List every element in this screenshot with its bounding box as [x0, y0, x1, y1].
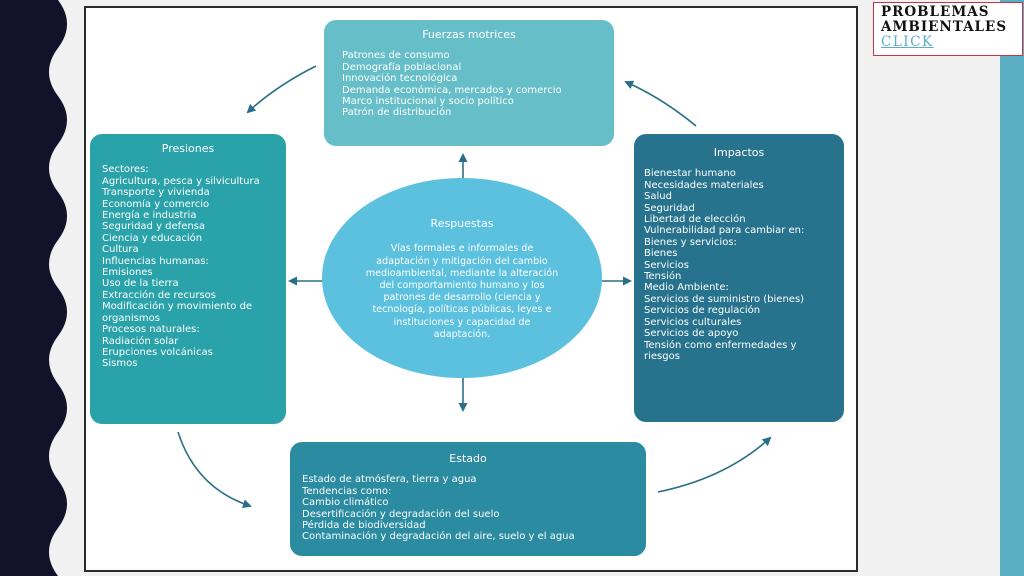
list-item: Seguridad: [644, 202, 695, 214]
click-link[interactable]: CLICK: [881, 34, 934, 50]
list-item: organismos: [102, 312, 160, 324]
list-item: Servicios culturales: [644, 316, 742, 328]
diagram-arrows: [177, 65, 772, 509]
label-line-1: PROBLEMAS: [881, 4, 990, 20]
list-item: Extracción de recursos: [102, 289, 217, 301]
list-item: Erupciones volcánicas: [102, 346, 213, 358]
estado-list: Estado de atmósfera, tierra y agua Tende…: [302, 474, 634, 542]
list-item: Cambio climático: [302, 497, 389, 509]
list-item: Transporte y vivienda: [102, 187, 210, 199]
wavy-left-band: [0, 0, 67, 576]
list-item: Influencias humanas:: [102, 255, 209, 267]
list-item: Uso de la tierra: [102, 278, 179, 290]
list-item: Agricultura, pesca y silvicultura: [102, 175, 260, 187]
list-item: Cultura: [102, 244, 139, 256]
arrow-presiones-to-estado: [177, 431, 252, 509]
list-item: Patrones de consumo: [342, 50, 450, 62]
list-item: Servicios de apoyo: [644, 328, 739, 340]
list-item: Tensión: [644, 271, 682, 283]
list-item: Servicios de regulación: [644, 305, 761, 317]
list-item: Sismos: [102, 358, 138, 370]
list-item: Bienes y servicios:: [644, 236, 737, 248]
list-item: riesgos: [644, 350, 680, 362]
arrow-estado-to-impactos: [657, 436, 772, 493]
estado-box: Estado Estado de atmósfera, tierra y agu…: [290, 442, 646, 556]
impactos-box: Impactos Bienestar humano Necesidades ma…: [634, 134, 844, 422]
arrow-fuerzas-to-presiones: [246, 65, 317, 114]
list-item: Libertad de elección: [644, 214, 746, 226]
list-item: Marco institucional y socio político: [342, 96, 514, 108]
impactos-general-list: Bienestar humano Necesidades materiales …: [644, 168, 834, 236]
bienes-list: Bienes y servicios: Bienes Servicios Ten…: [644, 237, 834, 283]
respuestas-ellipse: Respuestas Vías formales e informales de…: [322, 178, 602, 378]
dpsir-diagram: Fuerzas motrices Patrones de consumo Dem…: [84, 6, 858, 572]
list-item: Economía y comercio: [102, 198, 210, 210]
list-item: Emisiones: [102, 267, 153, 279]
sectores-list: Sectores: Agricultura, pesca y silvicult…: [102, 164, 274, 255]
list-item: Demografía poblacional: [342, 61, 462, 73]
topic-label: PROBLEMAS AMBIENTALES CLICK: [873, 2, 1023, 56]
list-item: Contaminación y degradación del aire, su…: [302, 531, 575, 543]
presiones-box: Presiones Sectores: Agricultura, pesca y…: [90, 134, 286, 424]
list-item: Desertificación y degradación del suelo: [302, 508, 500, 520]
estado-title: Estado: [449, 452, 487, 465]
list-item: Servicios de suministro (bienes): [644, 293, 805, 305]
list-item: Necesidades materiales: [644, 179, 764, 191]
list-item: Energía e industria: [102, 210, 197, 222]
list-item: Medio Ambiente:: [644, 282, 729, 294]
list-item: Seguridad y defensa: [102, 221, 206, 233]
list-item: Salud: [644, 191, 672, 203]
list-item: Innovación tecnológica: [342, 73, 458, 85]
label-line-2: AMBIENTALES: [881, 19, 1008, 35]
presiones-title: Presiones: [161, 142, 215, 155]
list-item: Servicios: [644, 259, 689, 271]
list-item: Tensión como enfermedades y: [644, 339, 797, 351]
procesos-list: Procesos naturales: Radiación solar Erup…: [102, 324, 274, 370]
impactos-title: Impactos: [713, 146, 765, 159]
list-item: Pérdida de biodiversidad: [302, 520, 426, 532]
list-item: Demanda económica, mercados y comercio: [342, 84, 562, 96]
fuerzas-list: Patrones de consumo Demografía poblacion…: [342, 50, 596, 118]
list-item: Patrón de distribución: [342, 107, 452, 119]
respuestas-title: Respuestas: [430, 217, 494, 230]
fuerzas-title: Fuerzas motrices: [422, 28, 516, 41]
list-item: Estado de atmósfera, tierra y agua: [302, 474, 477, 486]
fuerzas-motrices-box: Fuerzas motrices Patrones de consumo Dem…: [324, 20, 614, 146]
arrow-impactos-to-fuerzas: [624, 80, 697, 127]
list-item: Modificación y movimiento de: [102, 301, 253, 313]
list-item: Sectores:: [102, 164, 149, 176]
list-item: Ciencia y educación: [102, 232, 203, 244]
influencias-list: Influencias humanas: Emisiones Uso de la…: [102, 256, 274, 324]
list-item: Radiación solar: [102, 335, 179, 347]
list-item: Vulnerabilidad para cambiar en:: [644, 225, 805, 237]
accent-stripe: [1000, 0, 1024, 576]
list-item: Bienestar humano: [644, 168, 736, 180]
list-item: Bienes: [644, 248, 678, 260]
list-item: Procesos naturales:: [102, 324, 200, 336]
medio-ambiente-list: Medio Ambiente: Servicios de suministro …: [644, 282, 834, 362]
respuestas-text: Vías formales e informales de adaptación…: [365, 243, 559, 340]
list-item: Tendencias como:: [302, 485, 392, 497]
